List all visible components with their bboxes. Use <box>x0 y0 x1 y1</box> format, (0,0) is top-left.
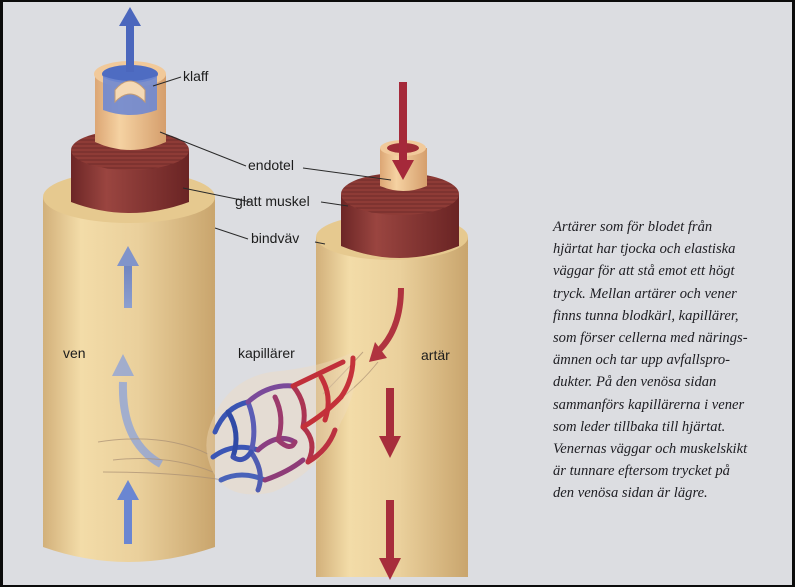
caption-line: sammanförs kapillärerna i vener <box>553 394 792 416</box>
down-arrow-icon <box>392 82 414 180</box>
caption-line: Artärer som för blodet från <box>553 216 792 238</box>
label-klaff: klaff <box>183 68 208 84</box>
caption-line: finns tunna blodkärl, kapillärer, <box>553 305 792 327</box>
artery <box>316 82 468 580</box>
caption-line: dukter. På den venösa sidan <box>553 371 792 393</box>
label-glatt-muskel: glatt muskel <box>235 193 310 209</box>
label-bindvav: bindväv <box>251 230 299 246</box>
caption-line: som leder tillbaka till hjärtat. <box>553 416 792 438</box>
textbook-page: klaff endotel glatt muskel bindväv ven k… <box>3 2 792 585</box>
label-artar: artär <box>421 347 450 363</box>
endotel-leader-artery <box>303 168 391 180</box>
bindvav-leader <box>215 228 248 239</box>
caption-line: den venösa sidan är lägre. <box>553 482 792 504</box>
label-endotel: endotel <box>248 157 294 173</box>
caption-line: ämnen och tar upp avfallspro- <box>553 349 792 371</box>
caption-line: tryck. Mellan artärer och vener <box>553 283 792 305</box>
caption-text: Artärer som för blodet från hjärtat har … <box>553 216 792 505</box>
caption-line: Venernas väggar och muskelskikt <box>553 438 792 460</box>
caption-line: väggar för att stå emot ett högt <box>553 260 792 282</box>
label-ven: ven <box>63 345 86 361</box>
caption-line: är tunnare eftersom trycket på <box>553 460 792 482</box>
caption-line: som förser cellerna med närings- <box>553 327 792 349</box>
vein <box>43 7 215 562</box>
label-kapillarer: kapillärer <box>238 345 295 361</box>
caption-line: hjärtat har tjocka och elastiska <box>553 238 792 260</box>
